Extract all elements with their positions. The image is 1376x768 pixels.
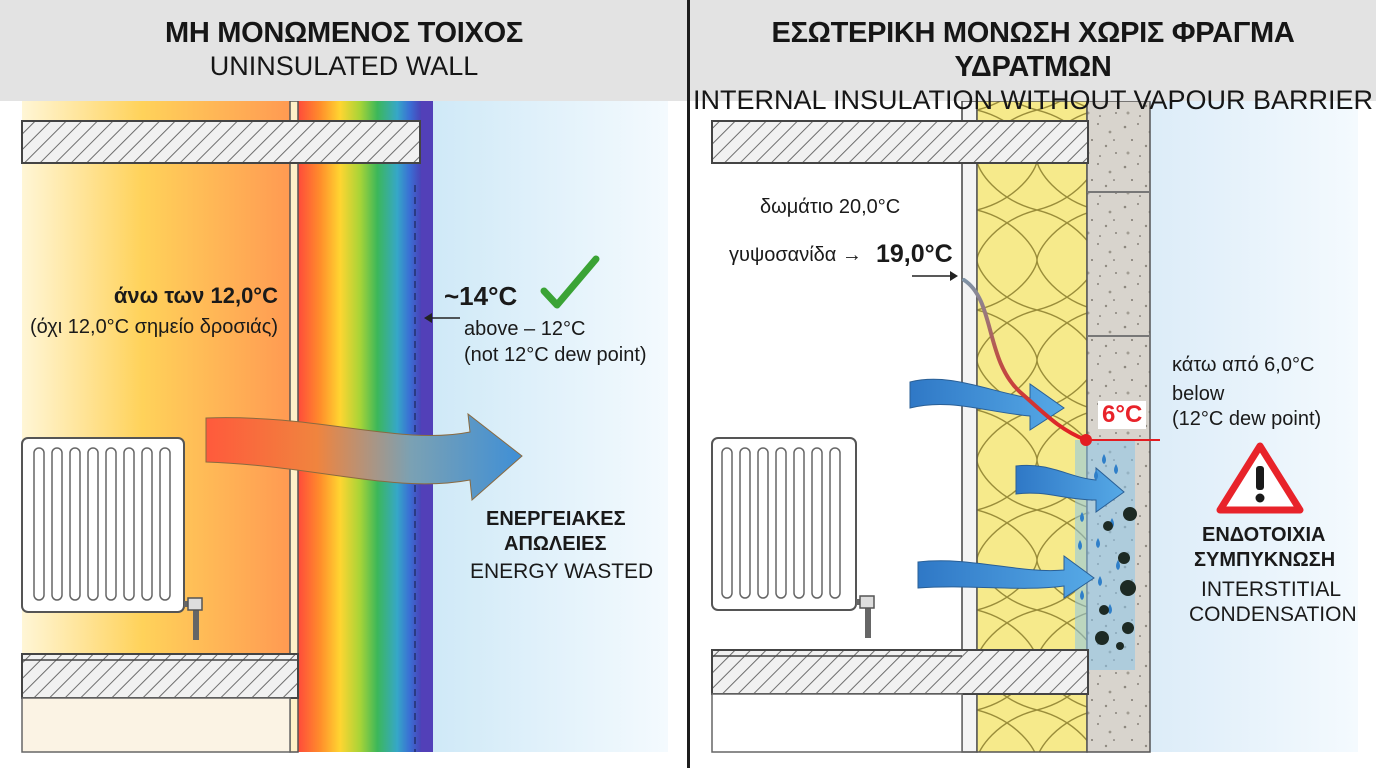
left-title-greek: ΜΗ ΜΟΝΩΜΕΝΟΣ ΤΟΙΧΟΣ (165, 17, 523, 49)
energy-loss-greek-2: ΑΠΩΛΕΙΕΣ (504, 533, 607, 555)
wall-outer-layer (421, 101, 433, 752)
plasterboard-temp: 19,0°C (876, 240, 953, 268)
room-temp-label: άνω των 12,0°C (113, 283, 278, 308)
plasterboard-label: γυψοσανίδα → (729, 244, 862, 266)
floor-slab-right (711, 649, 1089, 695)
cold-exterior-right (1150, 101, 1358, 752)
water-droplets (1078, 454, 1120, 614)
cold-exterior-left (432, 101, 668, 752)
surface-pointer-head (424, 313, 432, 323)
right-panel-graphics (711, 100, 1358, 753)
lower-room-right (711, 693, 963, 753)
vapour-arrow-1 (909, 378, 1065, 431)
below-temp-greek: κάτω από 6,0°C (1172, 354, 1315, 376)
temperature-curve (962, 278, 1088, 442)
energy-loss-english: ENERGY WASTED (470, 560, 654, 583)
ceiling-slab-left (21, 120, 421, 164)
room-temp-right-label: δωμάτιο 20,0°C (760, 196, 901, 218)
radiator-left (21, 437, 203, 640)
below-temp-english-2: (12°C dew point) (1172, 408, 1322, 430)
radiator-right (711, 437, 875, 638)
ceiling-slab-right (711, 120, 1089, 164)
mould-spots (1095, 507, 1137, 650)
surface-note-2: (not 12°C dew point) (464, 344, 647, 366)
surface-temp-label: ~14°C (444, 281, 518, 311)
right-title-greek: ΕΣΩΤΕΡΙΚΗ ΜΟΝΩΣΗ ΧΩΡΙΣ ΦΡΑΓΜΑ ΥΔΡΑΤΜΩΝ (771, 17, 1295, 83)
header-left: ΜΗ ΜΟΝΩΜΕΝΟΣ ΤΟΙΧΟΣ UNINSULATED WALL (0, 0, 688, 101)
vapour-arrow-3 (917, 555, 1095, 599)
lower-room-left (21, 697, 291, 753)
warning-triangle-icon (1216, 442, 1304, 514)
surface-note-1: above – 12°C (464, 318, 586, 340)
energy-loss-greek-1: ΕΝΕΡΓΕΙΑΚΕΣ (486, 508, 626, 530)
condensation-english-1: INTERSTITIAL (1201, 578, 1342, 601)
left-panel-graphics (21, 100, 668, 753)
right-title-english: INTERNAL INSULATION WITHOUT VAPOUR BARRI… (692, 85, 1374, 115)
panel-divider (687, 0, 690, 768)
header-right: ΕΣΩΤΕΡΙΚΗ ΜΟΝΩΣΗ ΧΩΡΙΣ ΦΡΑΓΜΑ ΥΔΡΑΤΜΩΝ I… (690, 0, 1376, 115)
room-temp-note: (όχι 12,0°C σημείο δροσιάς) (30, 316, 278, 338)
interface-temp-label: 6°C (1098, 401, 1147, 429)
below-temp-english-1: below (1172, 383, 1225, 405)
plaster-pointer-head (950, 271, 958, 281)
floor-slab-left (21, 653, 299, 699)
condensation-english-2: CONDENSATION (1189, 603, 1357, 626)
left-title-english: UNINSULATED WALL (209, 51, 479, 81)
check-mark-icon (540, 255, 600, 309)
condensation-greek-2: ΣΥΜΠΥΚΝΩΣΗ (1194, 549, 1336, 571)
condensation-greek-1: ΕΝΔΟΤΟΙΧΙΑ (1202, 524, 1326, 546)
heat-loss-arrow (205, 412, 523, 502)
